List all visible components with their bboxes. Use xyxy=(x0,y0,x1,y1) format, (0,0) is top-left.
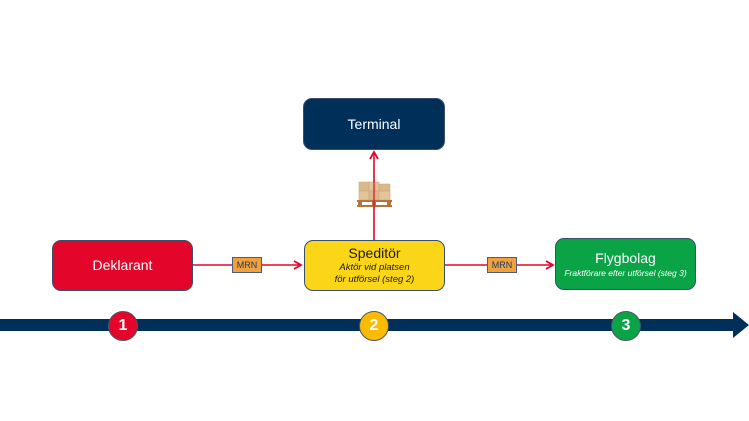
node-deklarant: Deklarant xyxy=(52,240,193,291)
arrowhead-speditor xyxy=(293,260,303,270)
timeline-step-3: 3 xyxy=(611,311,641,341)
edge-label-mrn: MRN xyxy=(487,257,517,273)
arrowhead-flygbolag xyxy=(545,260,555,270)
node-speditor-subtitle-1: Aktör vid platsen xyxy=(339,262,410,273)
pallet-boxes-icon xyxy=(357,180,392,208)
node-speditor-subtitle-2: för utförsel (steg 2) xyxy=(334,274,415,285)
timeline-step-1: 1 xyxy=(108,311,138,341)
node-deklarant-title: Deklarant xyxy=(92,257,153,273)
node-speditor: Speditör Aktör vid platsen för utförsel … xyxy=(304,240,445,291)
node-terminal: Terminal xyxy=(303,98,445,150)
arrowhead-terminal xyxy=(369,150,379,160)
node-flygbolag-subtitle: Fraktförare efter utförsel (steg 3) xyxy=(564,267,687,278)
node-terminal-title: Terminal xyxy=(347,115,401,132)
timeline-arrowhead xyxy=(733,312,749,338)
node-flygbolag-title: Flygbolag xyxy=(595,249,656,266)
edge-label-mrn: MRN xyxy=(232,257,262,273)
timeline-step-2: 2 xyxy=(359,311,389,341)
node-speditor-title: Speditör xyxy=(348,245,401,261)
node-flygbolag: Flygbolag Fraktförare efter utförsel (st… xyxy=(555,238,696,290)
